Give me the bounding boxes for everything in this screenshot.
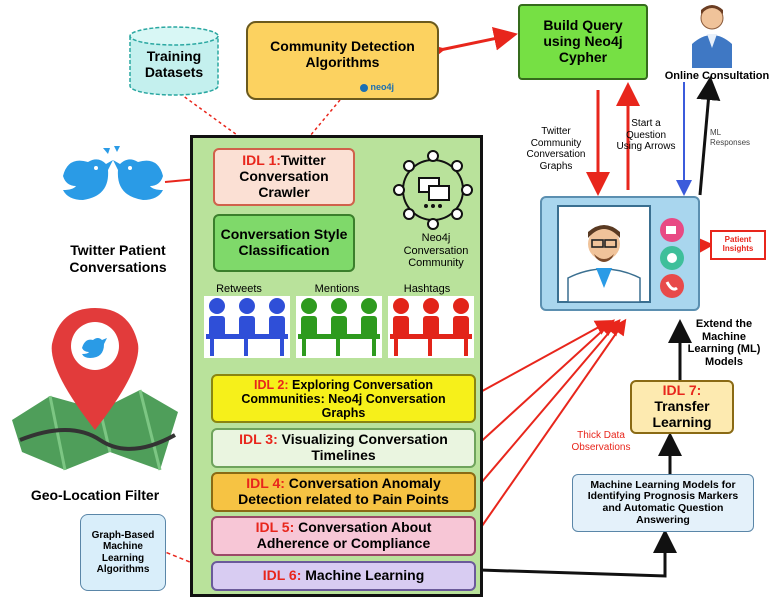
- online-consultation-label: Online Consultation: [664, 70, 770, 82]
- idl2-prefix: IDL 2:: [254, 377, 289, 392]
- community-detection-label: Community Detection Algorithms: [270, 37, 415, 70]
- neo4j-community-label: Neo4j Conversation Community: [403, 232, 469, 270]
- idl7-label: Transfer Learning: [652, 398, 712, 430]
- idl3-label: Visualizing Conversation Timelines: [281, 431, 448, 463]
- idl4-label: Conversation Anomaly Detection related t…: [238, 475, 449, 507]
- idl1-prefix: IDL 1:: [242, 152, 281, 169]
- idl7-prefix: IDL 7:: [662, 382, 702, 399]
- training-to-idl1-arrow: [174, 89, 258, 150]
- idl1-box: IDL 1:Twitter Conversation Crawler: [213, 148, 355, 206]
- build-query-box: Build Query using Neo4j Cypher: [518, 4, 648, 80]
- community-to-idl1-arrow: [298, 99, 341, 151]
- doctor-patient-icon: [687, 4, 737, 68]
- geo-location-label: Geo-Location Filter: [30, 487, 160, 503]
- idl7-box: IDL 7: Transfer Learning: [630, 380, 734, 434]
- build-query-label: Build Query using Neo4j Cypher: [543, 17, 623, 65]
- hashtags-people-icon: [388, 296, 474, 358]
- conversation-style-box: Conversation Style Classification: [213, 214, 355, 272]
- mentions-people-icon: [296, 296, 382, 358]
- idl4-box: IDL 4: Conversation Anomaly Detection re…: [211, 472, 476, 512]
- idl1-label: Twitter Conversation Crawler: [239, 152, 329, 200]
- graphml-to-idl6-arrow: [159, 549, 208, 571]
- screen-to-consultation-arrow: [696, 76, 721, 196]
- idl2-label: Exploring Conversation Communities: Neo4…: [241, 377, 446, 420]
- twitter-patient-label: Twitter Patient Conversations: [69, 242, 167, 275]
- idl6-prefix: IDL 6:: [262, 567, 302, 584]
- neo4j-logo-text: neo4j: [370, 82, 395, 92]
- geo-location-map-icon: [10, 300, 180, 478]
- idl2-box: IDL 2: Exploring Conversation Communitie…: [211, 374, 476, 423]
- idl4-prefix: IDL 4:: [246, 475, 285, 492]
- idl2-to-screen-arrow: [474, 320, 612, 396]
- idl3-prefix: IDL 3:: [239, 431, 278, 448]
- idl5-label: Conversation About Adherence or Complian…: [256, 519, 432, 551]
- idl5-prefix: IDL 5:: [255, 519, 295, 536]
- idl3-box: IDL 3: Visualizing Conversation Timeline…: [211, 428, 476, 468]
- idl4-to-screen-arrow: [474, 318, 621, 491]
- community-buildquery-arrow: [419, 26, 518, 66]
- twitter-birds-icon: [58, 146, 168, 212]
- extend-ml-label: Extend the Machine Learning (ML) Models: [687, 318, 761, 368]
- patient-insights-box: Patient Insights: [710, 230, 766, 260]
- twitter-graphs-label: Twitter Community Conversation Graphs: [526, 126, 586, 172]
- graph-based-ml-label: Graph-Based Machine Learning Algorithms: [91, 530, 155, 575]
- conversation-style-label: Conversation Style Classification: [220, 226, 348, 258]
- retweets-people-icon: [204, 296, 290, 358]
- patient-insights-label: Patient Insights: [722, 235, 754, 253]
- hashtags-label: Hashtags: [403, 283, 451, 295]
- idl5-to-screen-arrow: [474, 318, 627, 537]
- idl5-box: IDL 5: Conversation About Adherence or C…: [211, 516, 476, 556]
- start-question-label: Start a Question Using Arrows: [616, 118, 676, 152]
- idl6-label: Machine Learning: [305, 567, 425, 584]
- neo4j-logo: neo4j: [360, 82, 394, 92]
- telemedicine-screen: [540, 196, 700, 311]
- ml-models-box: Machine Learning Models for Identifying …: [572, 474, 754, 532]
- ml-models-label: Machine Learning Models for Identifying …: [587, 478, 739, 526]
- idl3-to-screen-arrow: [474, 319, 615, 448]
- idl6-to-mlmodels-arrow: [479, 529, 677, 578]
- community-detection-box: Community Detection Algorithms: [246, 21, 439, 100]
- ml-responses-label: ML Responses: [710, 128, 751, 147]
- mentions-label: Mentions: [314, 283, 360, 295]
- neo4j-logo-icon: [360, 83, 368, 92]
- retweets-label: Retweets: [216, 283, 262, 295]
- thick-data-label: Thick Data Observations: [571, 430, 631, 453]
- graph-based-ml-box: Graph-Based Machine Learning Algorithms: [80, 514, 166, 591]
- idl6-box: IDL 6: Machine Learning: [211, 561, 476, 591]
- training-datasets-label: Training Datasets: [144, 48, 204, 80]
- training-datasets-cylinder: Training Datasets: [128, 26, 220, 96]
- neo4j-network-icon: [393, 150, 473, 230]
